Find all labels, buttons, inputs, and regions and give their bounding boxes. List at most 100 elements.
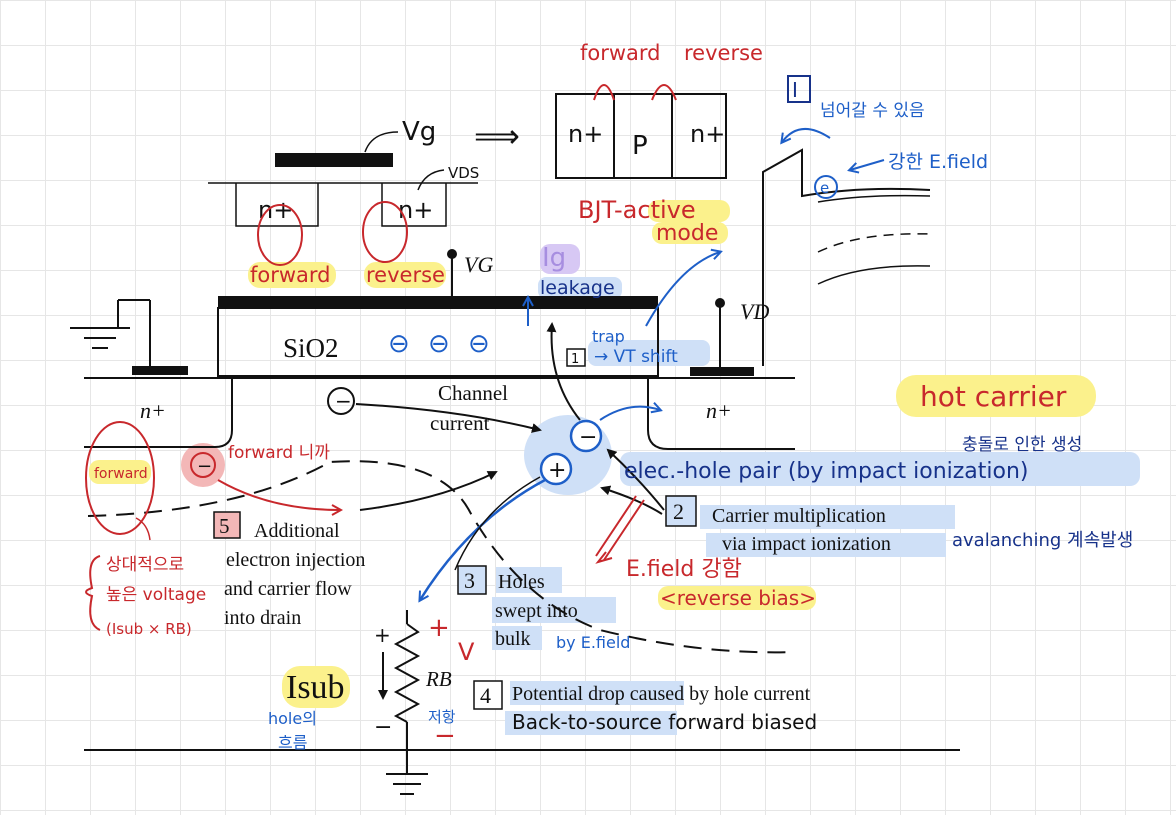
hot-carrier-subtitle: 충돌로 인한 생성 — [962, 435, 1082, 455]
trap-box — [566, 348, 586, 367]
step-2-box — [665, 495, 697, 527]
step-4-line-1: Potential drop caused by hole current — [512, 683, 811, 705]
isub-label-group: Isub hole의 흐름 — [268, 669, 345, 752]
step-3-line-2: swept into — [495, 600, 578, 622]
injected-electron-sign: − — [197, 456, 212, 477]
leakage-label: leakage — [540, 277, 615, 299]
resistor-minus: − — [374, 715, 392, 740]
sketch-gate — [275, 153, 393, 167]
resistor-zigzag — [393, 623, 421, 723]
bjt-reverse-label: reverse — [684, 41, 763, 65]
red-minus: − — [434, 721, 456, 751]
step-2-line-2: via impact ionization — [722, 533, 891, 555]
reverse-junction-oval — [362, 201, 408, 263]
efield-bias: <reverse bias> — [660, 586, 816, 610]
bjt-box — [555, 93, 727, 179]
bjt-collector: n+ — [690, 120, 725, 148]
forward-oval — [85, 421, 155, 535]
sketch-vg-label: Vg — [402, 117, 436, 147]
step-5: 5 Additional electron injection and carr… — [213, 471, 498, 629]
hot-carrier-title: hot carrier — [920, 380, 1067, 413]
source-region — [84, 378, 233, 448]
generated-electron-sign: − — [579, 425, 597, 450]
resistor-note: 저항 — [428, 708, 456, 726]
hot-carrier-notes: hot carrier 충돌로 인한 생성 elec.-hole pair (b… — [624, 380, 1082, 484]
step-4: 4 Potential drop caused by hole current … — [473, 680, 817, 734]
resistor-label: RB — [425, 667, 452, 691]
sketch-vds-label: VDS — [448, 164, 479, 182]
drain-terminal — [715, 298, 725, 308]
resistor-plus: + — [374, 623, 391, 647]
barrier-edge — [762, 148, 931, 366]
step-4-line-2: Back-to-source forward biased — [512, 710, 817, 734]
step-3-box — [457, 565, 487, 595]
vd-label: VD — [740, 299, 769, 324]
isub-note-1: hole의 — [268, 709, 317, 728]
implies-arrow: ⟹ — [474, 117, 520, 155]
trap-box-label: 1 — [571, 352, 579, 367]
mosfet-sketch: n+ n+ Vg VDS forward reverse — [208, 117, 479, 287]
step-2: 2 Carrier multiplication via impact ioni… — [665, 495, 1133, 555]
vt-shift-label: → VT shift — [594, 347, 678, 367]
source-label: n+ — [140, 398, 166, 423]
channel-label-2: current — [430, 411, 490, 435]
bjt-caption-1: BJT-active — [578, 196, 696, 224]
gate-leakage: Ig leakage 1 trap → VT shift — [528, 243, 720, 421]
gate-terminal — [447, 249, 457, 259]
sketch-drain-label: n+ — [398, 196, 433, 224]
eh-pair-label: elec.-hole pair (by impact ionization) — [624, 459, 1029, 484]
band-marker: Ⅰ — [792, 78, 798, 102]
step-5-number: 5 — [219, 514, 230, 538]
forward-because: forward 니까 — [228, 443, 330, 463]
impact-ionization-pair: − + — [420, 419, 665, 600]
band-electron — [814, 175, 838, 199]
highlights — [89, 200, 1140, 735]
bjt-base: P — [632, 131, 648, 161]
generated-hole — [539, 452, 573, 486]
ig-label: Ig — [542, 243, 566, 273]
mosfet-device: SiO2 ⊖ ⊖ ⊖ VG VD n+ n+ — [70, 249, 960, 751]
step-5-line-4: into drain — [224, 607, 301, 629]
bjt-emitter: n+ — [568, 120, 603, 148]
efield-label: E.field 강함 — [626, 557, 742, 582]
bjt-forward-label: forward — [580, 41, 661, 65]
step-5-box — [213, 511, 241, 539]
sketch-drain — [381, 183, 447, 227]
channel-label-1: Channel — [438, 381, 508, 405]
vg-label: VG — [464, 252, 493, 277]
red-v: V — [458, 638, 475, 666]
step-5-line-2: electron injection — [226, 549, 365, 571]
forward-junction-oval — [257, 204, 303, 266]
channel-electron — [327, 387, 355, 415]
step-2-number: 2 — [673, 499, 684, 524]
step-3-line-3: bulk — [495, 628, 531, 650]
oxide-label: SiO2 — [283, 333, 339, 363]
oxide-layer — [217, 307, 659, 377]
isub-label: Isub — [286, 669, 345, 706]
band-strong-field: 강한 E.field — [888, 151, 988, 173]
channel-electron-sign: − — [335, 389, 352, 413]
resistor-rb: + − RB 저항 + − V — [374, 610, 475, 795]
injected-electron — [190, 452, 216, 478]
step-5-line-1: Additional — [254, 520, 340, 542]
bjt-caption-2: mode — [656, 221, 718, 246]
left-notes: forward − forward 니까 상대적으로 높은 voltage (I… — [85, 421, 330, 638]
band-can-cross: 넘어갈 수 있음 — [820, 101, 925, 121]
forward-label: forward — [250, 263, 331, 287]
band-electron-label: e — [820, 179, 829, 197]
avalanching-note: avalanching 계속발생 — [952, 530, 1133, 551]
red-plus: + — [428, 613, 450, 643]
relative-note-2: 높은 voltage — [106, 585, 206, 605]
step-4-number: 4 — [480, 683, 491, 708]
drain-label: n+ — [706, 398, 732, 423]
gate-electrode — [218, 296, 658, 308]
bjt-diagram: n+ P n+ forward reverse BJT-active mode — [555, 41, 763, 246]
generated-electron — [569, 419, 603, 453]
depletion-boundary — [87, 460, 796, 654]
sketch-source-label: n+ — [258, 196, 293, 224]
band-marker-box — [787, 75, 811, 103]
forward-in-oval: forward — [94, 466, 148, 482]
oxide-charge-1: ⊖ — [388, 329, 410, 359]
